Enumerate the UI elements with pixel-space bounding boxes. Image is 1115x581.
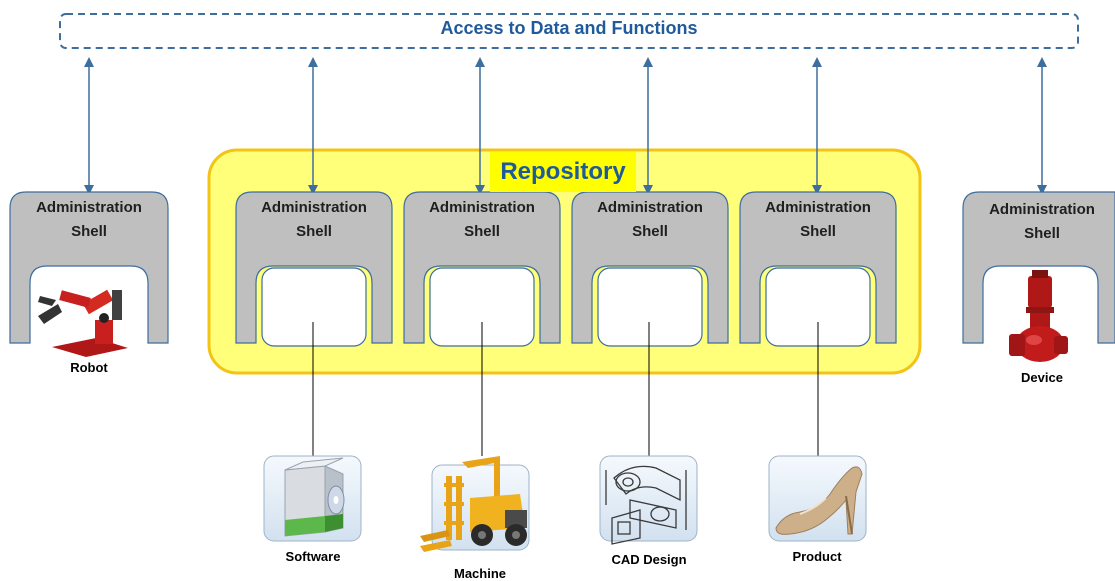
high-heel-shoe-icon (775, 466, 863, 535)
shell-cad (571, 191, 729, 344)
shell-window-cad (597, 267, 703, 347)
asset-label-cad: CAD Design (611, 552, 687, 567)
shells (9, 191, 1115, 344)
shell-device (962, 191, 1115, 344)
shell-title-cad: Administration Shell (570, 196, 730, 244)
shell-title-line2: Shell (464, 223, 500, 240)
shell-title-line2: Shell (1024, 225, 1060, 242)
access-title: Access to Data and Functions (440, 18, 698, 38)
asset-label-software: Software (285, 549, 341, 564)
asset-box-cad (599, 455, 698, 542)
shell-software (235, 191, 393, 344)
shell-title-line1: Administration (765, 199, 871, 216)
shell-product (739, 191, 897, 344)
access-box (59, 13, 1079, 49)
shell-title-line2: Shell (632, 223, 668, 240)
shell-title-line2: Shell (71, 223, 107, 240)
shell-title-line1: Administration (261, 199, 367, 216)
shell-title-line1: Administration (429, 199, 535, 216)
access-arrows (84, 57, 1047, 195)
software-box-icon (284, 457, 345, 537)
pump-icon (1009, 270, 1068, 362)
shell-title-product: Administration Shell (738, 196, 898, 244)
robot-arm-icon (38, 289, 128, 357)
shell-title-line1: Administration (597, 199, 703, 216)
shell-title-robot: Administration Shell (9, 196, 169, 244)
shell-title-line2: Shell (800, 223, 836, 240)
shell-title-line2: Shell (296, 223, 332, 240)
shell-window-software (261, 267, 367, 347)
shell-title-machine: Administration Shell (402, 196, 562, 244)
asset-label-device: Device (1021, 370, 1063, 385)
shell-title-device: Administration Shell (962, 198, 1115, 246)
shell-title-line1: Administration (36, 199, 142, 216)
shell-title-line1: Administration (989, 201, 1095, 218)
shell-machine (403, 191, 561, 344)
shell-title-software: Administration Shell (234, 196, 394, 244)
asset-label-robot: Robot (70, 360, 108, 375)
asset-label-machine: Machine (453, 566, 506, 581)
cad-drawing-icon (605, 465, 687, 545)
asset-label-product: Product (792, 549, 842, 564)
shell-robot (9, 191, 169, 344)
forklift-icon (420, 456, 527, 552)
repository-title: Repository (490, 152, 636, 192)
